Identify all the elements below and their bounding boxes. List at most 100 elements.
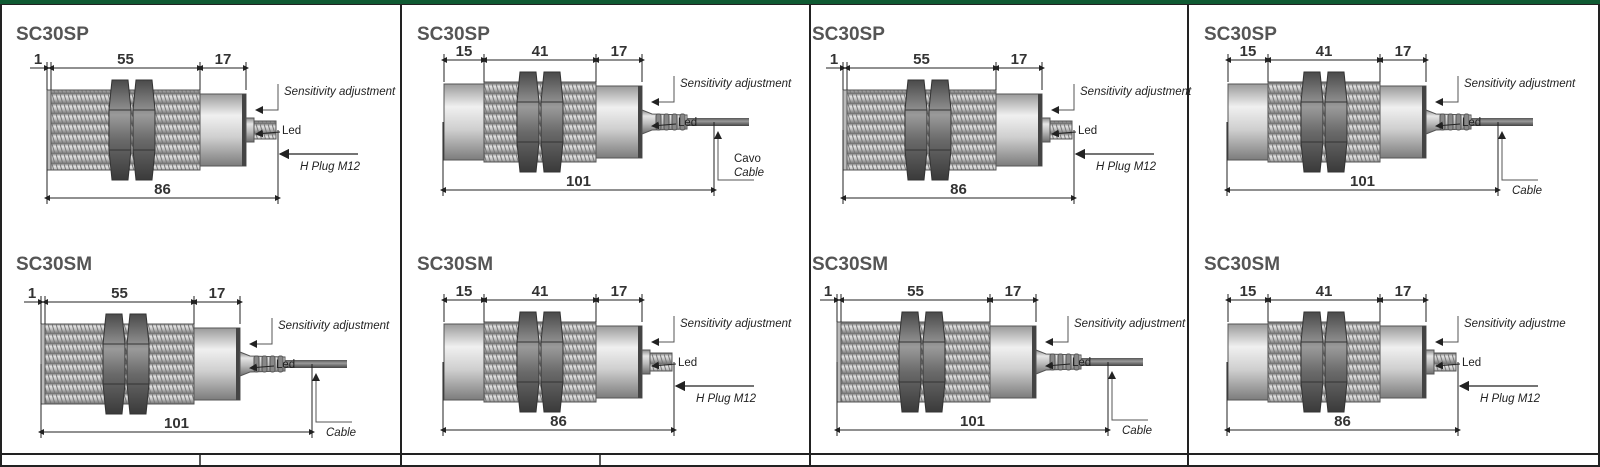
sensor-cap (1379, 85, 1427, 159)
label-sensitivity-adjustment: Sensitivity adjustment (1080, 86, 1192, 98)
label-sensitivity-adjustment: Sensitivity adjustment (278, 320, 390, 332)
gland-rib (655, 113, 662, 131)
dimension-value: 17 (1395, 43, 1412, 60)
hex-nut (1324, 71, 1348, 173)
dimension-value: 1 (830, 51, 838, 68)
sensor-face (46, 89, 52, 171)
gland-rib (277, 355, 284, 373)
hex-nut (1300, 311, 1324, 413)
dimension-value: 41 (1316, 283, 1333, 300)
dimension-value: 1 (34, 51, 42, 68)
dimension-value: 17 (209, 285, 226, 302)
cable-leader (312, 373, 352, 423)
dimension-value: 1 (28, 285, 36, 302)
gland-rib (1073, 353, 1080, 371)
sensor-front-body (1227, 83, 1269, 161)
threaded-body (1267, 81, 1381, 163)
gland-rib (1439, 113, 1446, 131)
m12-plug (253, 120, 277, 140)
model-title: SC30SP (16, 24, 89, 45)
gland-rib (1049, 353, 1056, 371)
sensitivity-leader (651, 76, 675, 106)
gland-rib (269, 355, 276, 373)
label-cable: Cable (734, 167, 764, 179)
dimension-value: 55 (913, 51, 930, 68)
model-title: SC30SP (812, 24, 885, 45)
label-cable: Cable (1512, 185, 1542, 197)
top-accent-bar (0, 0, 1600, 4)
sensor-cap (595, 325, 643, 399)
gland-rib (253, 355, 260, 373)
sensitivity-trimmer (1422, 326, 1426, 398)
led-leader (1045, 361, 1071, 370)
gland-rib (679, 113, 686, 131)
sensor-cap (199, 93, 247, 167)
sensor-cap (989, 325, 1037, 399)
dimension-value: 101 (1350, 173, 1375, 190)
cable (687, 118, 749, 126)
gland-rib (1065, 353, 1072, 371)
model-title: SC30SP (1204, 24, 1277, 45)
led-leader (1435, 361, 1461, 370)
gland-rib (261, 355, 268, 373)
threaded-body (483, 81, 597, 163)
model-title: SC30SP (417, 24, 490, 45)
dimension-value: 17 (1005, 283, 1022, 300)
dimension-value: 15 (456, 283, 473, 300)
label-led: Led (678, 357, 697, 369)
label-led: Led (1462, 117, 1481, 129)
label-led: Led (1072, 357, 1091, 369)
sensor-front-body (1227, 323, 1269, 401)
m12-plug (649, 352, 673, 372)
plug-collar (1425, 349, 1435, 375)
label-led: Led (1078, 125, 1097, 137)
hex-nut (928, 79, 952, 181)
label-led: Led (1462, 357, 1481, 369)
cable (1081, 358, 1143, 366)
hex-nut (516, 71, 540, 173)
hex-nut (540, 311, 564, 413)
label-sensitivity-adjustment: Sensitivity adjustme (1464, 318, 1566, 330)
sensitivity-leader (249, 318, 273, 348)
sensitivity-trimmer (1032, 326, 1036, 398)
hex-nut (102, 313, 126, 415)
gland-rib (1057, 353, 1064, 371)
led-leader (249, 363, 275, 372)
sensitivity-trimmer (1422, 86, 1426, 158)
cable-leader (1498, 131, 1538, 181)
cable-leader (1108, 371, 1148, 421)
led-leader (651, 121, 677, 130)
dimension-value: 101 (566, 173, 591, 190)
dimension-value: 86 (1334, 413, 1351, 430)
dimension-value: 17 (1011, 51, 1028, 68)
dimension-value: 86 (950, 181, 967, 198)
sensor-front-body (443, 323, 485, 401)
threaded-body (483, 321, 597, 403)
sensor-cap (995, 93, 1043, 167)
sensitivity-trimmer (638, 326, 642, 398)
label-h-plug: H Plug M12 (696, 393, 757, 405)
dimension-value: 41 (532, 283, 549, 300)
sensitivity-leader (651, 316, 675, 346)
sensitivity-leader (1045, 316, 1069, 346)
dimension-value: 55 (907, 283, 924, 300)
model-title: SC30SM (16, 254, 92, 275)
hex-nut (904, 79, 928, 181)
dimension-value: 15 (1240, 43, 1257, 60)
sensitivity-leader (1435, 316, 1459, 346)
hex-nut (126, 313, 150, 415)
dimension-value: 17 (611, 43, 628, 60)
dimension-value: 1 (824, 283, 832, 300)
hex-nut (922, 311, 946, 413)
sensitivity-trimmer (242, 94, 246, 166)
label-cable: Cable (326, 427, 356, 439)
hex-nut (108, 79, 132, 181)
sensitivity-trimmer (638, 86, 642, 158)
label-led: Led (276, 359, 295, 371)
plug-collar (1041, 117, 1051, 143)
sensor-cap (193, 327, 241, 401)
label-h-plug: H Plug M12 (1096, 161, 1157, 173)
label-led: Led (678, 117, 697, 129)
hex-nut (516, 311, 540, 413)
